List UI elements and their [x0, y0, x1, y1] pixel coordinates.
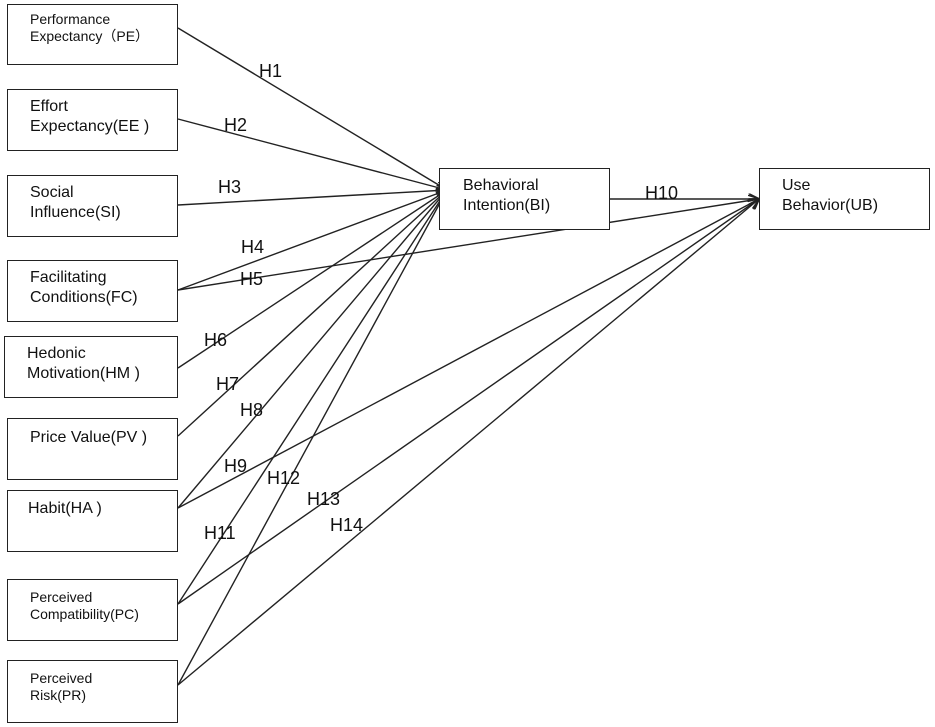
- arrow-h9: [177, 199, 759, 509]
- construct-label-ha: Habit(HA ): [28, 500, 102, 517]
- hypothesis-label-h10: H10: [645, 183, 679, 203]
- hypothesis-label-h12: H12: [267, 468, 301, 488]
- hypothesis-label-h7: H7: [216, 374, 240, 394]
- construct-label-hm: Hedonic Motivation(HM ): [27, 345, 140, 382]
- construct-label-bi: Behavioral Intention(BI): [463, 177, 551, 214]
- construct-label-pv: Price Value(PV ): [30, 429, 148, 446]
- construct-label-fc: Facilitating Conditions(FC): [30, 269, 138, 306]
- construct-box-ee: Effort Expectancy(EE ): [7, 89, 178, 151]
- hypothesis-label-h9: H9: [224, 456, 248, 476]
- hypothesis-label-h6: H6: [204, 330, 228, 350]
- arrow-h6: [177, 190, 447, 369]
- arrow-h14: [177, 199, 759, 686]
- construct-box-pv: Price Value(PV ): [7, 418, 178, 480]
- hypothesis-label-h1: H1: [259, 61, 283, 81]
- construct-box-ub: Use Behavior(UB): [759, 168, 930, 230]
- construct-label-pr: Perceived Risk(PR): [30, 670, 93, 704]
- construct-box-fc: Facilitating Conditions(FC): [7, 260, 178, 322]
- arrow-h12: [177, 190, 447, 686]
- construct-box-bi: Behavioral Intention(BI): [439, 168, 610, 230]
- hypothesis-label-h5: H5: [240, 269, 264, 289]
- construct-label-ee: Effort Expectancy(EE ): [30, 98, 150, 135]
- construct-box-pe: Performance Expectancy（PE）: [7, 4, 178, 65]
- arrow-h1: [177, 27, 447, 190]
- arrow-h3: [177, 190, 447, 206]
- construct-box-hm: Hedonic Motivation(HM ): [4, 336, 178, 398]
- arrow-h2: [177, 118, 447, 190]
- construct-box-pr: Perceived Risk(PR): [7, 660, 178, 723]
- construct-label-si: Social Influence(SI): [30, 184, 121, 221]
- hypothesis-label-h11: H11: [204, 523, 236, 543]
- hypothesis-label-h4: H4: [241, 237, 265, 257]
- construct-label-pc: Perceived Compatibility(PC): [30, 589, 139, 623]
- arrow-h5: [177, 199, 759, 291]
- construct-box-si: Social Influence(SI): [7, 175, 178, 237]
- construct-box-ha: Habit(HA ): [7, 490, 178, 552]
- construct-label-ub: Use Behavior(UB): [782, 177, 879, 214]
- arrow-h8: [177, 190, 447, 509]
- hypothesis-label-h8: H8: [240, 400, 264, 420]
- arrow-h11: [177, 190, 447, 605]
- arrow-h4: [177, 190, 447, 291]
- hypothesis-label-h2: H2: [224, 115, 248, 135]
- arrow-h13: [177, 199, 759, 605]
- construct-label-pe: Performance Expectancy（PE）: [30, 11, 150, 45]
- hypothesis-label-h3: H3: [218, 177, 242, 197]
- hypothesis-label-h13: H13: [307, 489, 341, 509]
- arrow-h7: [177, 190, 447, 437]
- hypothesis-label-h14: H14: [330, 515, 364, 535]
- construct-box-pc: Perceived Compatibility(PC): [7, 579, 178, 641]
